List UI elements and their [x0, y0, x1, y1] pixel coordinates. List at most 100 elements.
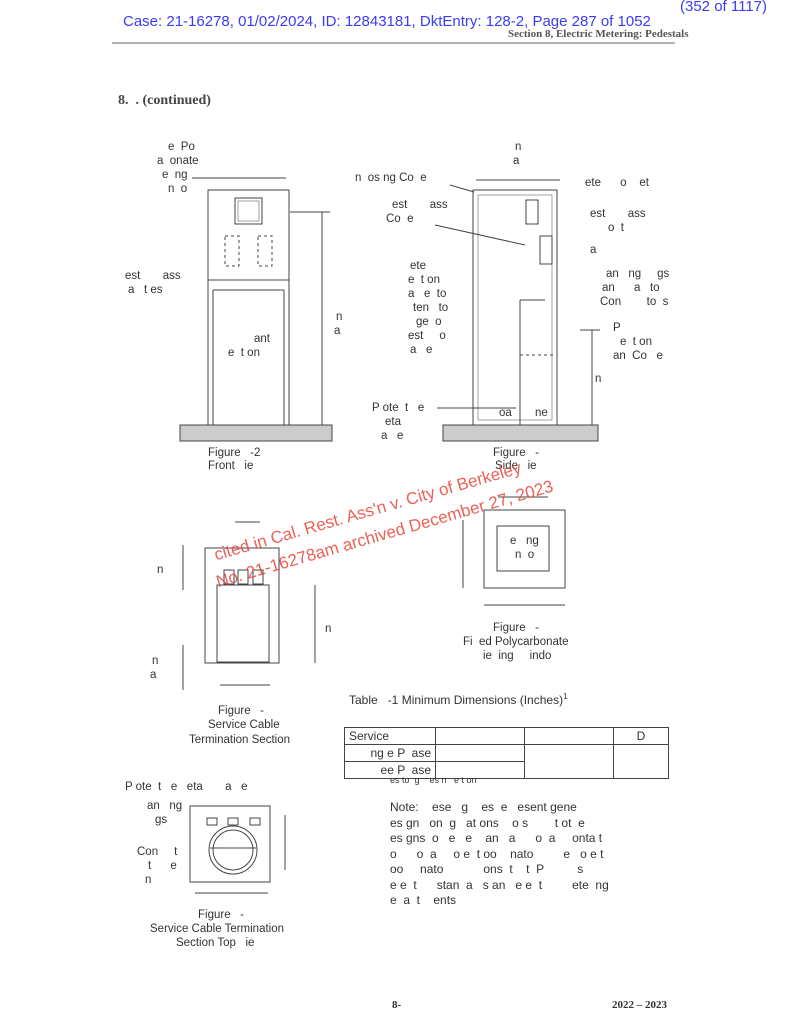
fig-label: n os ng Co e — [355, 172, 427, 184]
fig-label: a e — [381, 430, 404, 442]
fig-label: n o — [168, 183, 188, 195]
note-line: o o a o e t oo nato e o e t — [390, 846, 604, 861]
figure-caption: ie ing indo — [483, 650, 552, 662]
fig-label: a onate — [157, 155, 199, 167]
fig-label: n — [325, 623, 332, 635]
table-header-cell — [435, 727, 525, 745]
table-cell — [435, 744, 525, 762]
table-header-cell — [524, 727, 614, 745]
figure-caption: Service Cable Termination — [150, 923, 285, 935]
figure-caption: Figure - — [493, 447, 540, 459]
figure-caption: Figure -2 — [208, 447, 261, 459]
fig-label: n — [595, 373, 602, 385]
fig-label: a — [590, 244, 597, 256]
table-row: ee P ase — [344, 761, 669, 779]
fig-label: est o — [408, 330, 446, 342]
footer-year: 2022 – 2023 — [612, 999, 667, 1011]
fig-label: a e to — [408, 288, 447, 300]
min-dimensions-table: Service D ng e P ase ee P ase — [344, 709, 669, 797]
fig-label: Co e — [386, 213, 414, 225]
top-view-drawing — [189, 805, 286, 894]
table-row: Service D — [344, 727, 669, 745]
table-title-text: Table -1 Minimum Dimensions (Inches) — [349, 693, 564, 707]
note-line: ese g es e esent gene — [418, 800, 577, 814]
case-stamp: Case: 21-16278, 01/02/2024, ID: 12843181… — [123, 13, 651, 30]
figure-caption: Figure - — [493, 622, 540, 634]
fig-label: eta — [385, 416, 401, 428]
termination-section-drawing — [182, 521, 316, 690]
fig-label: a — [513, 155, 520, 167]
figure-caption: Side ie — [495, 460, 537, 472]
figure-caption: Section Top ie — [176, 937, 255, 949]
table-title-footnote-mark: 1 — [563, 692, 568, 701]
fig-label: Con to s — [600, 296, 669, 308]
fig-label: e t on — [620, 336, 652, 348]
fig-label: an ng gs — [606, 268, 670, 280]
front-view-drawing — [179, 177, 333, 442]
table-cell — [613, 744, 669, 779]
fig-label: n — [152, 655, 159, 667]
fig-label: e t on — [408, 274, 440, 286]
note-line: es gns o e e an a o a onta t — [390, 831, 603, 845]
table-header-cell: Service — [344, 727, 436, 745]
fig-label: n o — [515, 549, 535, 561]
record-page-count: (352 of 1117) — [680, 0, 768, 15]
fig-label: n — [336, 311, 343, 323]
note-line: oo nato ons t t P s — [390, 862, 584, 876]
fig-label: ge o — [416, 316, 442, 328]
fig-label: est ass — [125, 270, 181, 282]
table-cell: ee P ase — [344, 761, 436, 779]
table-header-cell: D — [613, 727, 669, 745]
page-number: 8- — [392, 999, 402, 1011]
table-cell — [435, 761, 525, 779]
fig-label: P — [613, 322, 621, 334]
table-cell: ng e P ase — [344, 744, 436, 762]
fig-label: an a to — [602, 282, 660, 294]
fig-label: a — [334, 325, 341, 337]
note-label: Note: — [390, 800, 419, 814]
fig-label: t e — [148, 860, 177, 872]
fig-label: ete — [410, 260, 426, 272]
note-line: es gn on g at ons o s t ot e — [390, 815, 585, 830]
fig-label: Con t — [137, 846, 178, 858]
fig-label: n — [145, 874, 152, 886]
fig-label: ten to — [413, 302, 449, 314]
note-line: e e t stan a s an e e t ete ng — [390, 877, 609, 892]
table-cell — [524, 744, 614, 779]
fig-label: ant — [254, 333, 270, 345]
fig-label: gs — [155, 814, 168, 826]
fig-label: an Co e — [613, 350, 663, 362]
fig-label: o t — [608, 222, 624, 234]
fig-label: P ote t e — [372, 402, 425, 414]
figure-caption: Front ie — [208, 460, 254, 472]
figure-caption: Figure - — [218, 705, 265, 717]
fig-label: e ng — [162, 169, 188, 181]
fig-label: e Po — [168, 141, 195, 153]
fig-label: e t on — [228, 347, 260, 359]
figure-caption: Service Cable — [208, 719, 280, 731]
fig-label: est ass — [392, 199, 448, 211]
table-row: ng e P ase — [344, 744, 669, 779]
fig-label: n — [515, 141, 522, 153]
figure-caption: Fi ed Polycarbonate — [463, 636, 569, 648]
fig-label: a e — [410, 344, 433, 356]
side-view-drawing — [434, 179, 600, 442]
section-header: Section 8, Electric Metering: Pedestals — [508, 28, 689, 40]
fig-label: ete o et — [585, 177, 649, 189]
fig-label: a t es — [128, 284, 163, 296]
figure-caption: Termination Section — [189, 734, 290, 746]
fig-label: oa — [499, 407, 512, 419]
section-heading: 8. . (continued) — [118, 93, 211, 108]
table-footnote: es to g es n e t on — [390, 775, 477, 785]
fig-label: e ng — [510, 535, 539, 547]
fig-label: ne — [535, 407, 548, 419]
fig-label: n — [157, 564, 164, 576]
window-drawing — [462, 496, 566, 606]
fig-label: a — [150, 669, 157, 681]
figure-caption: Figure - — [198, 909, 245, 921]
fig-label: est ass — [590, 208, 646, 220]
table-title: Table -1 Minimum Dimensions (Inches)1 — [349, 692, 568, 707]
